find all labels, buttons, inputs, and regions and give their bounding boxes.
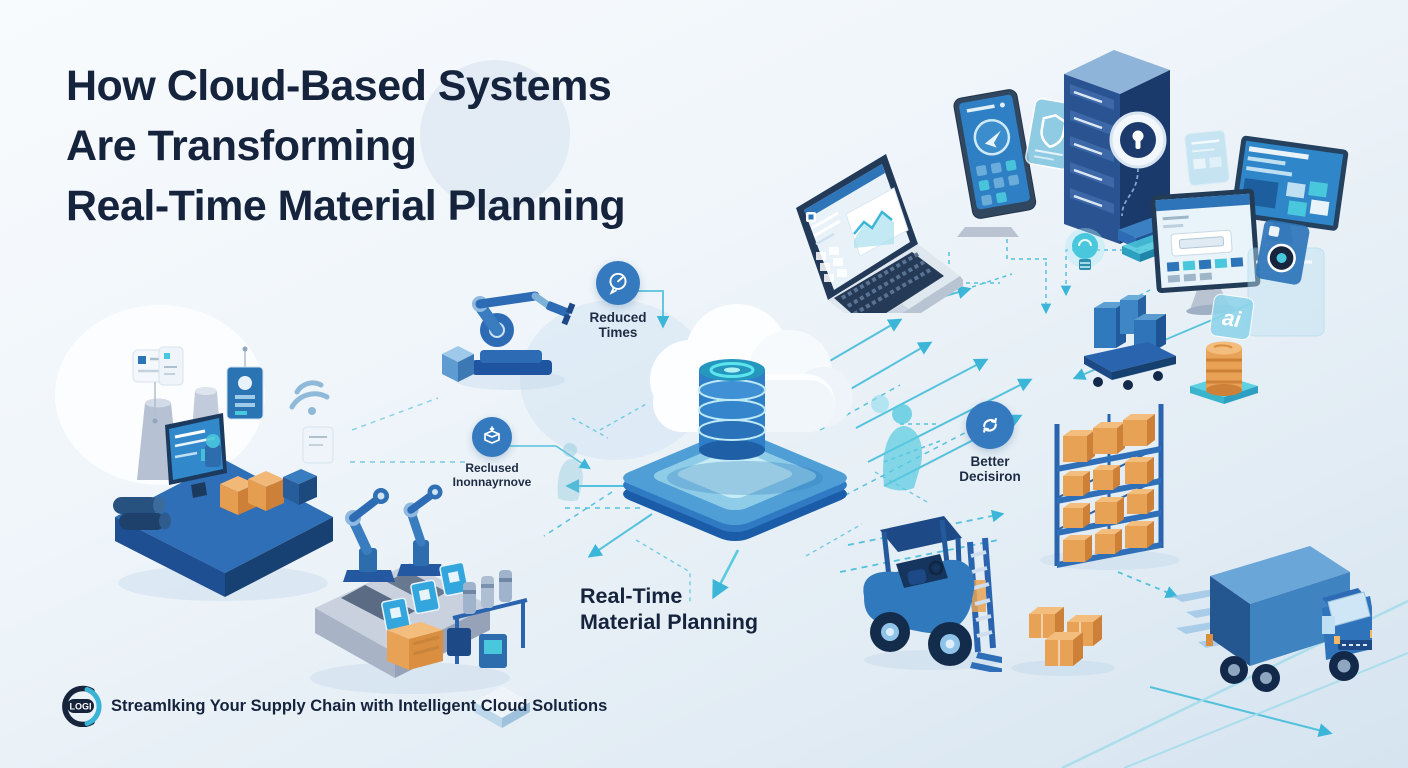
forklift-illustration bbox=[863, 516, 1002, 672]
warehouse-rack-illustration bbox=[1040, 404, 1180, 570]
badge-label-line: Times bbox=[598, 325, 638, 340]
monitor-illustration: ai bbox=[1150, 130, 1349, 341]
barrel-icon bbox=[1206, 341, 1242, 396]
forklift-wheels bbox=[870, 612, 972, 666]
blue-box-stack bbox=[1094, 295, 1166, 350]
factory-pipes bbox=[113, 496, 171, 530]
inventory-box-icon bbox=[472, 417, 512, 457]
floating-phone-card bbox=[1184, 130, 1230, 186]
orange-box bbox=[220, 471, 284, 515]
truck-cab bbox=[1322, 588, 1372, 660]
badge-reduced-times: Reduced Times bbox=[553, 261, 683, 340]
delivery-truck-illustration bbox=[1172, 546, 1372, 692]
ai-card-label: ai bbox=[1221, 305, 1244, 332]
forklift-mast bbox=[967, 537, 1002, 672]
center-label-line-2: Material Planning bbox=[580, 610, 759, 634]
orange-crate bbox=[387, 622, 443, 670]
platform bbox=[623, 430, 847, 542]
orange-boxes-illustration bbox=[1011, 607, 1115, 676]
tablet-illustration bbox=[953, 89, 1037, 237]
laptop-illustration bbox=[796, 154, 963, 313]
pallet-cart bbox=[1084, 342, 1176, 390]
navigation-target-icon bbox=[984, 130, 1001, 148]
sync-cloud-icon bbox=[966, 401, 1014, 449]
blue-box bbox=[442, 346, 474, 382]
truck-wheels bbox=[1220, 651, 1359, 692]
database-icon bbox=[698, 359, 766, 460]
lock-icon bbox=[1109, 111, 1167, 217]
title-line-1: How Cloud-Based Systems bbox=[66, 62, 612, 110]
badge-label-line: Decisiron bbox=[959, 469, 1021, 484]
speedometer-clock-icon bbox=[596, 261, 640, 305]
page-title: How Cloud-Based Systems Are Transforming… bbox=[66, 56, 626, 236]
robot-arm-icon bbox=[472, 291, 576, 375]
factory-equipment bbox=[205, 434, 317, 505]
badge-better-decision: Better Decisiron bbox=[925, 401, 1055, 484]
laptop-screen bbox=[796, 154, 918, 300]
barrel-illustration bbox=[1190, 341, 1258, 404]
worker-figure bbox=[871, 395, 923, 491]
tablet-body bbox=[953, 89, 1037, 219]
laptop-base bbox=[828, 244, 963, 313]
badge-label-line: Reclused bbox=[465, 461, 519, 475]
center-label-line-1: Real-Time bbox=[580, 584, 683, 608]
monitor-back bbox=[1231, 135, 1349, 244]
footer-tagline: Streamlking Your Supply Chain with Intel… bbox=[111, 696, 608, 715]
lightbulb-icon bbox=[1065, 228, 1105, 270]
robot-arm-icon bbox=[397, 484, 445, 576]
orange-box bbox=[1045, 632, 1083, 666]
title-line-3: Real-Time Material Planning bbox=[66, 182, 626, 230]
badge-label-line: Better bbox=[970, 454, 1010, 469]
worker-figure bbox=[557, 443, 583, 502]
floating-screen-card bbox=[226, 346, 334, 464]
badge-reduced-inventory: Reclused Inonnayrnove bbox=[427, 417, 557, 489]
production-screens bbox=[381, 561, 470, 633]
company-logo-icon: LOGI bbox=[62, 685, 102, 727]
badge-label-line: Inonnayrnove bbox=[452, 474, 532, 489]
footer: LOGI Streamlking Your Supply Chain with … bbox=[60, 685, 607, 727]
robot-arm-icon bbox=[343, 488, 395, 582]
camera-card bbox=[1255, 219, 1310, 285]
production-line-illustration bbox=[310, 484, 528, 694]
floor-tile-illustration bbox=[474, 686, 530, 728]
pallet-boxes-illustration bbox=[1084, 295, 1176, 390]
cloud-platform-illustration bbox=[623, 304, 853, 542]
title-line-2: Are Transforming bbox=[66, 122, 417, 170]
robot-arm-illustration bbox=[442, 291, 576, 390]
ai-card: ai bbox=[1209, 293, 1255, 341]
truck-cargo bbox=[1206, 546, 1350, 666]
production-machine bbox=[447, 570, 528, 668]
orange-box bbox=[1029, 607, 1064, 638]
badge-label-line: Reduced bbox=[589, 310, 647, 325]
logo-text: LOGI bbox=[70, 702, 92, 712]
floating-card bbox=[132, 346, 184, 424]
center-label: Real-Time Material Planning bbox=[580, 583, 758, 635]
rack-shelves bbox=[1057, 446, 1161, 568]
shield-icon bbox=[1040, 113, 1067, 149]
rack-boxes-orange bbox=[1063, 414, 1155, 562]
wifi-icon bbox=[289, 380, 330, 415]
factory-illustration bbox=[113, 346, 334, 601]
